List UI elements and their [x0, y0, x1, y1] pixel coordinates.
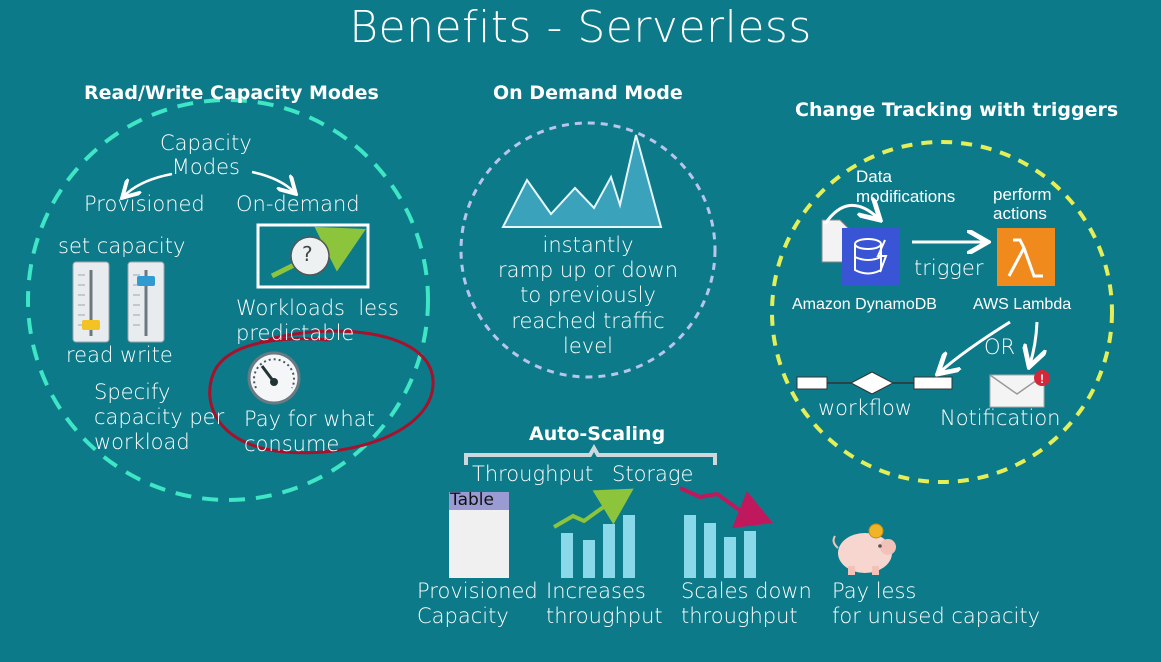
question-mark: ?: [302, 242, 313, 266]
envelope-icon: !: [989, 370, 1050, 408]
arrow-to-workflow: [940, 320, 1011, 372]
data-modifications-label: Data modifications: [856, 167, 956, 206]
provisioned-label: Provisioned: [84, 192, 205, 216]
capacity-modes-label: Capacity Modes: [160, 131, 252, 180]
arrow-to-on-demand: [251, 170, 294, 192]
decreasing-bars: [684, 515, 756, 578]
capacity-modes-circle: [26, 98, 430, 502]
or-label: OR: [984, 335, 1016, 359]
storage-label: Storage: [612, 462, 694, 486]
left-heading: Read/Write Capacity Modes: [84, 82, 379, 104]
write-label: write: [120, 343, 173, 367]
table-icon: [449, 492, 509, 578]
speedometer-icon: [247, 351, 301, 405]
on-demand-circle: [459, 121, 717, 379]
perform-actions-label: perform actions: [993, 185, 1052, 223]
data-mod-arrow: [823, 205, 878, 225]
autoscaling-heading: Auto-Scaling: [529, 423, 666, 445]
slider-icon: [72, 261, 110, 343]
dynamodb-label: Amazon DynamoDB: [792, 296, 937, 313]
pay-less-label: Pay less for unused capacity: [832, 579, 1041, 629]
table-label: Table: [450, 490, 494, 510]
throughput-label: Throughput: [472, 462, 594, 486]
increases-throughput-label: Increases throughput: [546, 579, 663, 629]
workflow-label: workflow: [818, 396, 913, 420]
piggy-bank-icon: [832, 523, 896, 575]
page-title: Benefits - Serverless: [349, 2, 812, 53]
read-label: read: [66, 343, 114, 367]
arrow-to-provisioned: [124, 172, 173, 196]
middle-heading: On Demand Mode: [493, 82, 683, 104]
on-demand-label: On-demand: [236, 192, 360, 216]
workloads-label: Workloads less predictable: [236, 296, 399, 346]
pay-label: Pay for what consume: [244, 407, 375, 457]
notification-label: Notification: [940, 406, 1061, 430]
provisioned-capacity-label: Provisioned Capacity: [417, 579, 538, 629]
workflow-icon: [796, 371, 953, 395]
increasing-bars: [561, 515, 635, 578]
decrease-arrow: [679, 486, 773, 529]
autoscaling-bracket: [464, 443, 717, 465]
mountain-chart-icon: [501, 134, 663, 228]
specify-capacity-label: Specify capacity per workload: [94, 380, 225, 455]
lambda-icon: [997, 228, 1055, 286]
increase-arrow: [552, 488, 634, 529]
lambda-label: AWS Lambda: [973, 296, 1072, 313]
question-chart-icon: [256, 223, 370, 289]
svg-text:!: !: [1040, 372, 1044, 386]
dynamodb-icon: [842, 228, 900, 286]
scales-down-label: Scales down throughput: [681, 579, 812, 629]
highlight-ellipse: [208, 329, 435, 455]
trigger-label: trigger: [914, 256, 984, 280]
triggers-circle: [770, 140, 1114, 484]
right-heading: Change Tracking with triggers: [795, 99, 1119, 121]
arrow-to-notification: [1030, 321, 1037, 364]
set-capacity-label: set capacity: [58, 234, 186, 258]
ramp-text: instantly ramp up or down to previously …: [497, 233, 679, 358]
slider-icon: [127, 261, 165, 343]
